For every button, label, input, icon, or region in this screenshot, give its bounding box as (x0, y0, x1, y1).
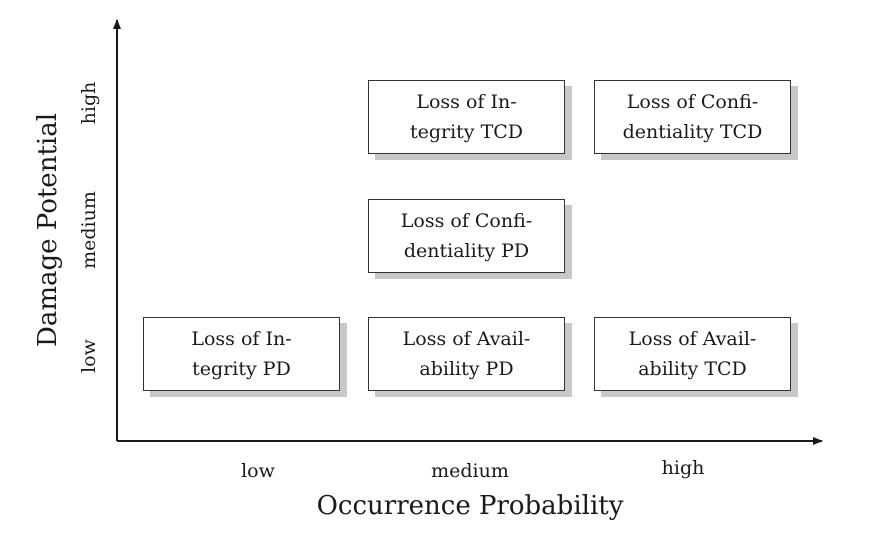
y-tick-high: high (78, 81, 100, 125)
x-tick-high: high (661, 457, 705, 479)
box-line-1: Loss of In- (191, 328, 292, 350)
box-line-1: Loss of Confi- (400, 210, 533, 232)
box-loss-of-confidentiality-tcd: Loss of Confi- dentiality TCD (594, 80, 791, 154)
box-line-2: ability TCD (638, 358, 747, 380)
x-tick-medium: medium (431, 460, 509, 482)
box-line-1: Loss of Confi- (626, 91, 759, 113)
x-axis-title: Occurrence Probability (316, 491, 624, 521)
box-line-2: tegrity TCD (409, 121, 524, 143)
box-line-1: Loss of In- (416, 91, 517, 113)
box-loss-of-integrity-pd: Loss of In- tegrity PD (143, 317, 340, 391)
y-tick-medium: medium (78, 191, 100, 269)
box-line-2: ability PD (419, 358, 514, 380)
box-loss-of-availability-tcd: Loss of Avail- ability TCD (594, 317, 791, 391)
box-line-2: dentiality TCD (622, 121, 763, 143)
box-line-2: dentiality PD (403, 240, 530, 262)
box-line-2: tegrity PD (192, 358, 291, 380)
y-tick-low: low (78, 339, 100, 373)
x-tick-low: low (241, 460, 275, 482)
box-loss-of-integrity-tcd: Loss of In- tegrity TCD (368, 80, 565, 154)
y-axis-title: Damage Potential (33, 112, 63, 348)
box-loss-of-confidentiality-pd: Loss of Confi- dentiality PD (368, 199, 565, 273)
box-loss-of-availability-pd: Loss of Avail- ability PD (368, 317, 565, 391)
box-line-1: Loss of Avail- (628, 328, 757, 350)
box-line-1: Loss of Avail- (402, 328, 531, 350)
